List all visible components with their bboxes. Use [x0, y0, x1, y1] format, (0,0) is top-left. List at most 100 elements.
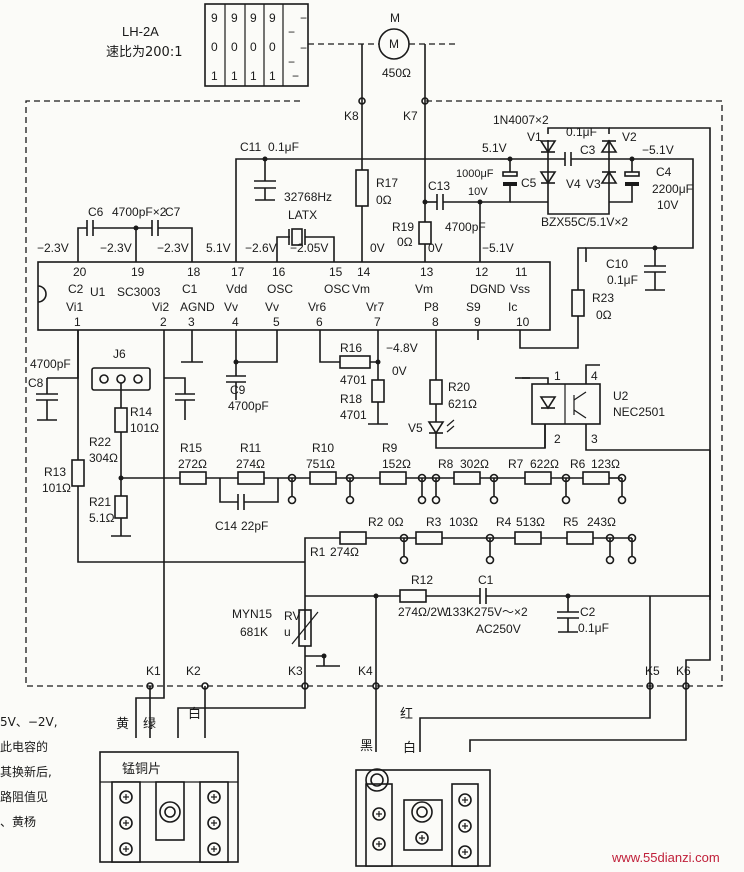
svg-text:4701: 4701: [340, 373, 367, 387]
svg-text:C8: C8: [28, 376, 44, 390]
optocoupler-u2: 1 4 2 3 U2 NEC2501: [515, 364, 710, 451]
screw-icon: [372, 807, 386, 821]
terminal-block: [355, 768, 491, 867]
svg-text:681K: 681K: [240, 625, 268, 639]
screw-icon: [207, 842, 221, 856]
svg-text:V5: V5: [408, 421, 423, 435]
ic-pin-number: 8: [432, 315, 439, 329]
svg-text:R15: R15: [180, 441, 202, 455]
svg-text:4700pF×2: 4700pF×2: [112, 205, 167, 219]
jumper-pad: [345, 473, 355, 483]
svg-text:R8: R8: [438, 457, 454, 471]
svg-text:101Ω: 101Ω: [42, 481, 71, 495]
svg-text:锰铜片: 锰铜片: [122, 762, 161, 777]
svg-text:R5: R5: [563, 515, 579, 529]
svg-text:R9: R9: [382, 441, 398, 455]
svg-text:K6: K6: [676, 664, 691, 678]
svg-text:LATX: LATX: [288, 208, 317, 222]
screw-icon: [207, 790, 221, 804]
ic-pin-name: P8: [424, 300, 439, 314]
jumper-pad: [617, 495, 627, 505]
svg-text:R12: R12: [411, 573, 433, 587]
ic-pin-number: 1: [74, 315, 81, 329]
svg-text:621Ω: 621Ω: [448, 397, 477, 411]
svg-text:R2: R2: [368, 515, 384, 529]
svg-text:−: −: [300, 11, 307, 25]
svg-text:0.1μF: 0.1μF: [578, 621, 609, 635]
meter-digit: 9: [211, 11, 218, 25]
ic-pin-number: 4: [232, 315, 239, 329]
svg-text:R16: R16: [340, 341, 362, 355]
svg-text:−: −: [288, 25, 295, 39]
ic-pin-name: OSC: [324, 282, 350, 296]
svg-text:5.1V: 5.1V: [206, 241, 231, 255]
jumper-pad: [489, 495, 499, 505]
svg-text:0Ω: 0Ω: [388, 515, 404, 529]
svg-text:R19: R19: [392, 220, 414, 234]
svg-text:−4.8V: −4.8V: [386, 341, 418, 355]
svg-text:RV: RV: [284, 609, 300, 623]
svg-text:10V: 10V: [657, 198, 678, 212]
meter-digit: 1: [269, 69, 276, 83]
terminal-k8: K8: [344, 109, 359, 123]
ic-pin-name: DGND: [470, 282, 506, 296]
shunt-block: 锰铜片: [99, 751, 239, 863]
svg-text:−: −: [288, 55, 295, 69]
svg-text:C10: C10: [606, 257, 628, 271]
ic-pin-name: OSC: [267, 282, 293, 296]
svg-text:243Ω: 243Ω: [587, 515, 616, 529]
svg-text:R14: R14: [130, 405, 152, 419]
ic-ref: U1: [90, 285, 106, 299]
svg-text:BZX55C/5.1V×2: BZX55C/5.1V×2: [541, 215, 628, 229]
svg-text:R10: R10: [312, 441, 334, 455]
svg-text:272Ω: 272Ω: [178, 457, 207, 471]
svg-text:1N4007×2: 1N4007×2: [493, 113, 549, 127]
svg-text:−2.3V: −2.3V: [37, 241, 69, 255]
svg-text:2: 2: [554, 432, 561, 446]
svg-text:−5.1V: −5.1V: [482, 241, 514, 255]
motor-resistance: 450Ω: [382, 66, 411, 80]
svg-text:622Ω: 622Ω: [530, 457, 559, 471]
svg-text:101Ω: 101Ω: [130, 421, 159, 435]
side-text-line: 路阻值见: [0, 789, 48, 804]
svg-text:红: 红: [400, 706, 413, 722]
svg-text:−2.6V: −2.6V: [245, 241, 277, 255]
svg-text:−: −: [292, 69, 299, 83]
ic-pin-number: 6: [316, 315, 323, 329]
ic-pin-number: 18: [187, 265, 201, 279]
meter-digit: 0: [231, 40, 238, 54]
svg-text:C11: C11: [240, 140, 261, 154]
ic-pin-number: 12: [475, 265, 489, 279]
svg-text:U2: U2: [613, 389, 629, 403]
ic-pin-name: C2: [68, 282, 84, 296]
svg-text:751Ω: 751Ω: [306, 457, 335, 471]
motor: M M 450Ω: [308, 11, 455, 101]
svg-text:0.1μF: 0.1μF: [566, 125, 597, 139]
ic-pin-name: Vr6: [308, 300, 327, 314]
jumper-pad: [417, 495, 427, 505]
ic-pin-number: 17: [231, 265, 245, 279]
ic-pin-name: Vv: [224, 300, 238, 314]
ic-pin-name: Ic: [508, 300, 517, 314]
ic-pin-number: 2: [160, 315, 167, 329]
svg-text:白: 白: [188, 706, 201, 722]
svg-text:J6: J6: [113, 347, 126, 361]
svg-text:绿: 绿: [143, 717, 156, 732]
svg-text:0.1μF: 0.1μF: [268, 140, 299, 154]
jumper-pad: [617, 473, 627, 483]
meter-digit: 0: [269, 40, 276, 54]
meter-ratio: 速比为200:1: [106, 45, 182, 60]
ic-pin-number: 14: [357, 265, 371, 279]
svg-text:R17: R17: [376, 176, 398, 190]
svg-text:−2.05V: −2.05V: [290, 241, 328, 255]
svg-text:1000μF: 1000μF: [456, 168, 494, 180]
svg-text:5.1Ω: 5.1Ω: [89, 511, 115, 525]
svg-text:152Ω: 152Ω: [382, 457, 411, 471]
svg-text:C4: C4: [656, 165, 672, 179]
svg-text:V1: V1: [527, 130, 542, 144]
jumper-pad: [399, 533, 409, 543]
svg-text:C14: C14: [215, 519, 237, 533]
meter-digit: 9: [250, 11, 257, 25]
